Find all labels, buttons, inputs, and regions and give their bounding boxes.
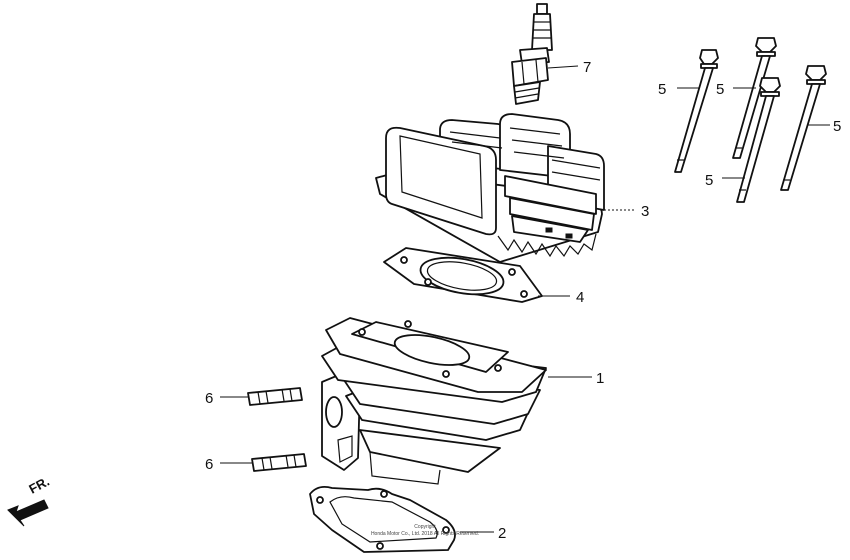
base-gasket[interactable] [309,485,456,553]
callout-stud-lower: 6 [205,456,213,473]
copyright-line-2: Honda Motor Co., Ltd. 2018 All Rights Re… [371,531,479,537]
callout-cylinder-head: 3 [641,203,649,220]
callout-bolt-4: 5 [833,118,841,135]
callout-bolt-1: 5 [658,81,666,98]
flange-bolt-1[interactable] [674,49,719,173]
cylinder[interactable] [321,317,547,485]
flange-bolt-4[interactable] [780,65,827,191]
cylinder-head[interactable] [375,113,605,263]
callout-bolt-2: 5 [716,81,724,98]
stud-bolt-lower[interactable] [251,453,307,472]
head-gasket[interactable] [383,247,543,303]
callout-cylinder: 1 [596,370,604,387]
leader-spark-plug [547,65,579,69]
spark-plug[interactable] [511,3,553,105]
front-direction-label: FR. [26,474,52,497]
flange-bolt-3[interactable] [736,77,781,203]
callout-stud-upper: 6 [205,390,213,407]
callout-bolt-3: 5 [705,172,713,189]
stud-bolt-upper[interactable] [247,387,303,406]
callout-base-gasket: 2 [498,525,506,542]
callout-spark-plug: 7 [583,59,591,76]
front-direction-arrow-icon [7,499,49,527]
callout-head-gasket: 4 [576,289,584,306]
copyright-line-1: Copyright [414,524,436,530]
